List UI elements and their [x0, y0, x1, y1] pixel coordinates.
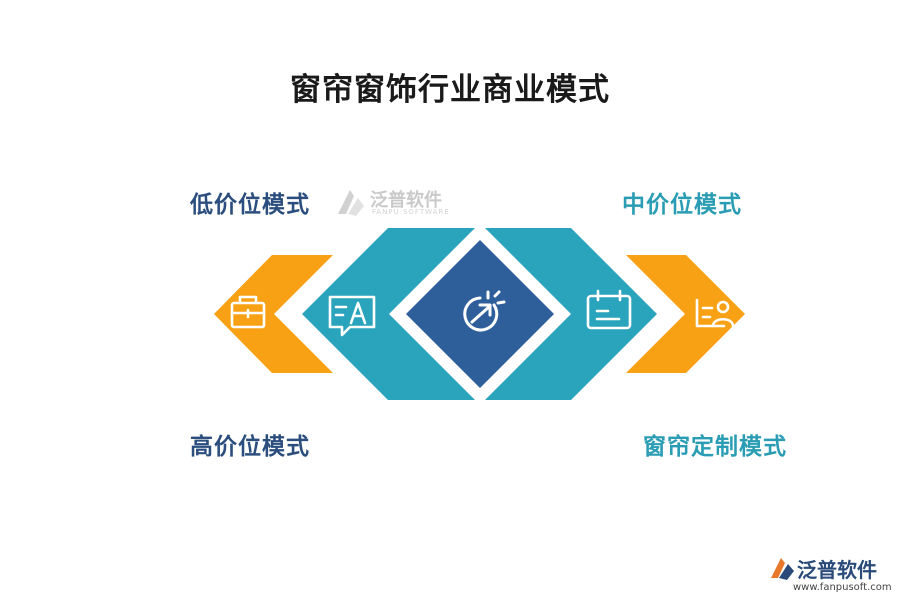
- watermark-sub: FANPU SOFTWARE: [372, 208, 450, 216]
- right-teal-chevron: [485, 228, 657, 400]
- brand-logo: 泛普软件 www.fanpusoft.com: [765, 552, 895, 598]
- watermark-logo-icon: [338, 190, 364, 216]
- left-teal-chevron: [302, 228, 475, 400]
- label-custom: 窗帘定制模式: [643, 433, 787, 460]
- brand-url: www.fanpusoft.com: [793, 582, 892, 593]
- page-title: 窗帘窗饰行业商业模式: [290, 72, 610, 108]
- label-high-price: 高价位模式: [190, 433, 310, 460]
- chat-translate-icon: [328, 295, 376, 337]
- calendar-icon: [586, 289, 632, 330]
- label-mid-price: 中价位模式: [622, 191, 742, 218]
- watermark-name: 泛普软件: [370, 190, 442, 211]
- toolbox-icon: [230, 295, 266, 329]
- label-low-price: 低价位模式: [190, 191, 310, 218]
- watermark: 泛普软件 FANPU SOFTWARE: [332, 186, 472, 222]
- right-orange-chevron: [626, 255, 745, 373]
- refresh-arrow-icon: [463, 290, 506, 332]
- brand-logo-icon: [771, 558, 794, 580]
- id-card-icon: [695, 298, 735, 328]
- brand-name: 泛普软件: [797, 558, 877, 582]
- left-orange-chevron: [214, 255, 333, 373]
